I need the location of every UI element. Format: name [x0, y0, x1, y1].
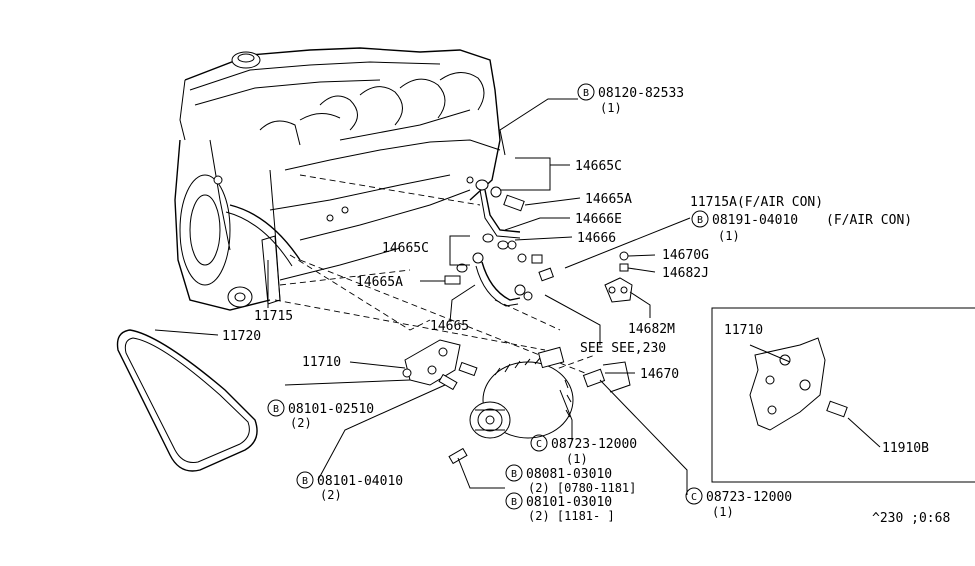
part-label-14682j: 14682J: [662, 266, 709, 281]
section-reference: SEE SEE,230: [580, 341, 666, 356]
quantity: (1): [600, 101, 622, 115]
part-label-14666e: 14666E: [575, 212, 622, 227]
fittings-right: [604, 251, 633, 303]
part-number: 08191-04010: [712, 213, 798, 228]
hose-assembly: [444, 179, 554, 307]
part-number: 08081-03010: [526, 467, 612, 482]
part-label-14665: 14665: [430, 319, 469, 334]
mounting-bracket: [402, 339, 478, 465]
quantity: (2): [290, 416, 312, 430]
callout-prefix-b: B: [583, 88, 589, 99]
part-number: 08101-03010: [526, 495, 612, 510]
callout-prefix-b: B: [511, 469, 517, 480]
part-label-11720: 11720: [222, 329, 261, 344]
callout-prefix-b: B: [697, 215, 703, 226]
quantity: (2): [320, 488, 342, 502]
callout-08120-82533: B 08120-82533 (1): [577, 83, 684, 115]
part-label-14682m: 14682M: [628, 322, 675, 337]
part-label-14670: 14670: [640, 367, 679, 382]
inset-part-label-11710: 11710: [724, 323, 763, 338]
callout-08081-03010: B 08081-03010 (2) [0780-1181]: [505, 464, 636, 495]
part-label-14665c: 14665C: [575, 159, 622, 174]
drive-belt: [116, 329, 258, 472]
part-number: 08120-82533: [598, 86, 684, 101]
part-number: 08101-02510: [288, 402, 374, 417]
part-number: 08723-12000: [706, 490, 792, 505]
callout-08191-04010: B 08191-04010 (F/AIR CON) (1): [691, 210, 912, 243]
part-label-14665a-mid: 14665A: [356, 275, 403, 290]
applicability-note: (F/AIR CON): [826, 213, 912, 228]
reference-lines: [274, 174, 596, 376]
quantity: (1): [718, 229, 740, 243]
callout-prefix-c: C: [691, 492, 697, 503]
callout-prefix-b: B: [273, 404, 279, 415]
quantity: (2) [0780-1181]: [528, 481, 636, 495]
part-label-11710: 11710: [302, 355, 341, 370]
callout-prefix-c: C: [536, 439, 542, 450]
part-number: 08723-12000: [551, 437, 637, 452]
callout-prefix-b: B: [511, 497, 517, 508]
part-label-14665a: 14665A: [585, 192, 632, 207]
part-label-11715a: 11715A(F/AIR CON): [690, 195, 823, 210]
part-label-14665c-mid: 14665C: [382, 241, 429, 256]
alternator: [469, 346, 631, 439]
quantity: (2) [1181- ]: [528, 509, 615, 523]
inset-part-label-11910b: 11910B: [882, 441, 929, 456]
quantity: (1): [566, 452, 588, 466]
part-number: 08101-04010: [317, 474, 403, 489]
callout-08723-12000-b: C 08723-12000 (1): [685, 487, 792, 519]
part-label-14670g: 14670G: [662, 248, 709, 263]
leader-lines: [154, 98, 691, 495]
diagram-id: ^230 ;0:68: [872, 511, 950, 526]
callout-08101-04010: B 08101-04010 (2): [296, 471, 403, 502]
quantity: (1): [712, 505, 734, 519]
engine-block: [174, 47, 501, 311]
callout-prefix-b: B: [302, 476, 308, 487]
part-label-11715: 11715: [254, 309, 293, 324]
inset-panel: [711, 307, 975, 483]
callout-08101-02510: B 08101-02510 (2): [267, 399, 374, 430]
callout-08723-12000-a: C 08723-12000 (1): [530, 434, 637, 466]
part-label-14666: 14666: [577, 231, 616, 246]
callout-08101-03010: B 08101-03010 (2) [1181- ]: [505, 492, 615, 523]
